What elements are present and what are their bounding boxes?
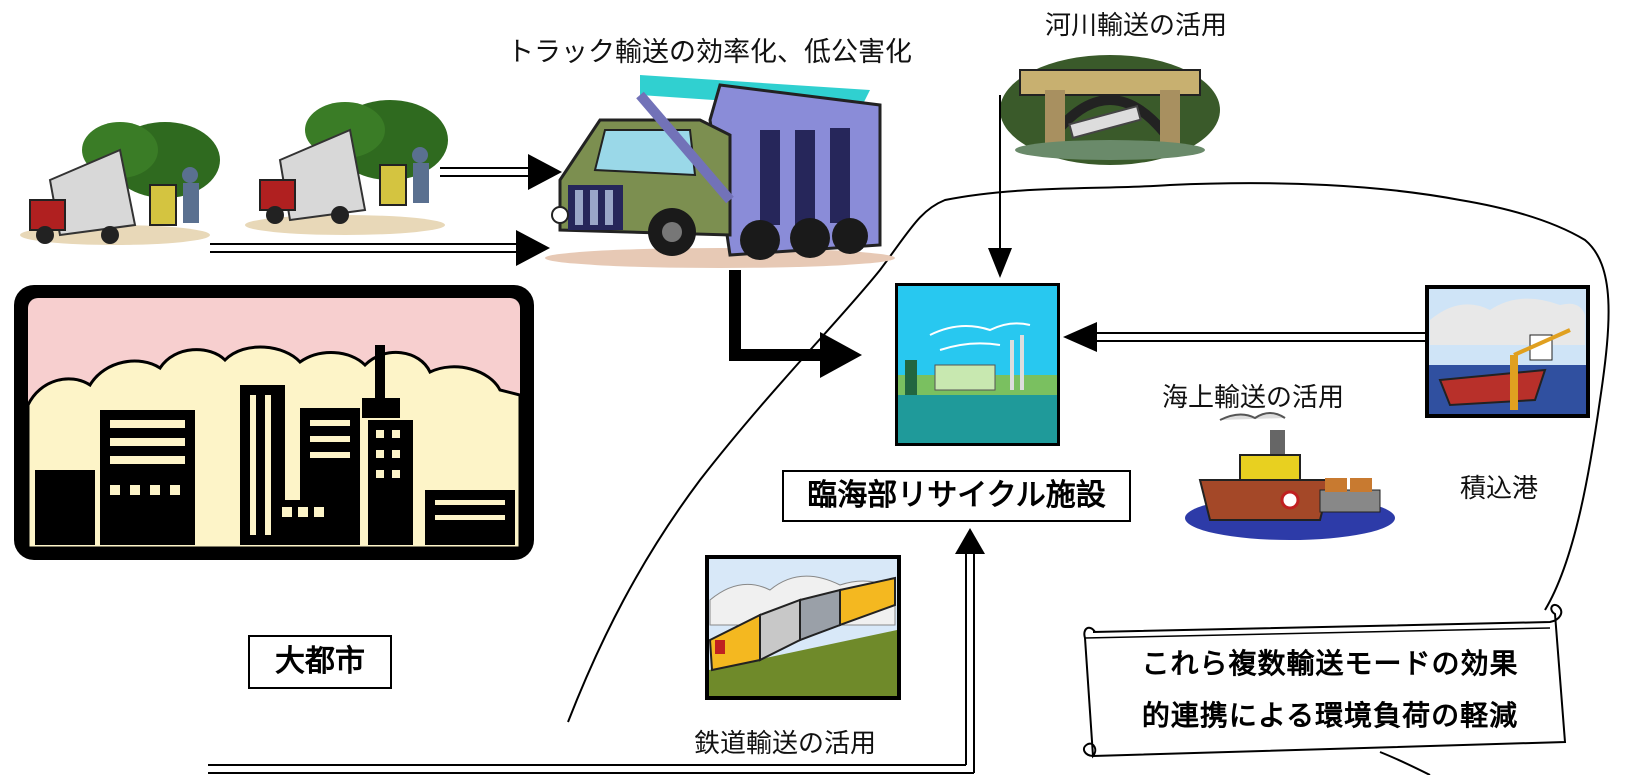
summary-line-2: 的連携による環境負荷の軽減 xyxy=(1141,699,1519,732)
collection-truck-icon-1 xyxy=(20,122,220,245)
arrow-river-to-facility xyxy=(988,95,1012,278)
summary-line-1: これら複数輸送モードの効果 xyxy=(1141,647,1519,680)
truck-transport-label: トラック輸送の効率化、低公害化 xyxy=(507,37,912,68)
city-label-box: 大都市 xyxy=(248,635,392,689)
summary-scroll xyxy=(1082,604,1567,759)
city-skyline-icon xyxy=(14,285,534,560)
city-label: 大都市 xyxy=(275,644,365,679)
coastline-outline xyxy=(567,182,1610,723)
sea-transport-label: 海上輸送の活用 xyxy=(1162,383,1345,413)
freight-train-icon xyxy=(705,555,901,700)
arrow-rail-to-facility xyxy=(208,528,985,774)
arrow-truck1-to-dumptruck xyxy=(210,230,550,266)
river-transport-label: 河川輸送の活用 xyxy=(1045,11,1228,41)
dump-truck-icon xyxy=(545,75,895,268)
recycling-facility-label-box: 臨海部リサイクル施設 xyxy=(782,470,1131,522)
river-bridge-icon xyxy=(1000,55,1220,165)
arrow-truck2-to-dumptruck xyxy=(440,154,562,190)
cargo-boat-icon xyxy=(1185,412,1395,540)
arrow-dumptruck-to-facility xyxy=(729,270,862,378)
collection-truck-icon-2 xyxy=(245,100,448,235)
loading-port-icon xyxy=(1425,285,1590,418)
recycling-facility-icon xyxy=(895,283,1060,446)
arrow-port-to-facility xyxy=(1063,322,1425,352)
coastline-bottom xyxy=(1379,751,1431,776)
loading-port-label: 積込港 xyxy=(1460,474,1539,504)
rail-transport-label: 鉄道輸送の活用 xyxy=(694,729,877,759)
recycling-facility-label: 臨海部リサイクル施設 xyxy=(807,478,1106,513)
